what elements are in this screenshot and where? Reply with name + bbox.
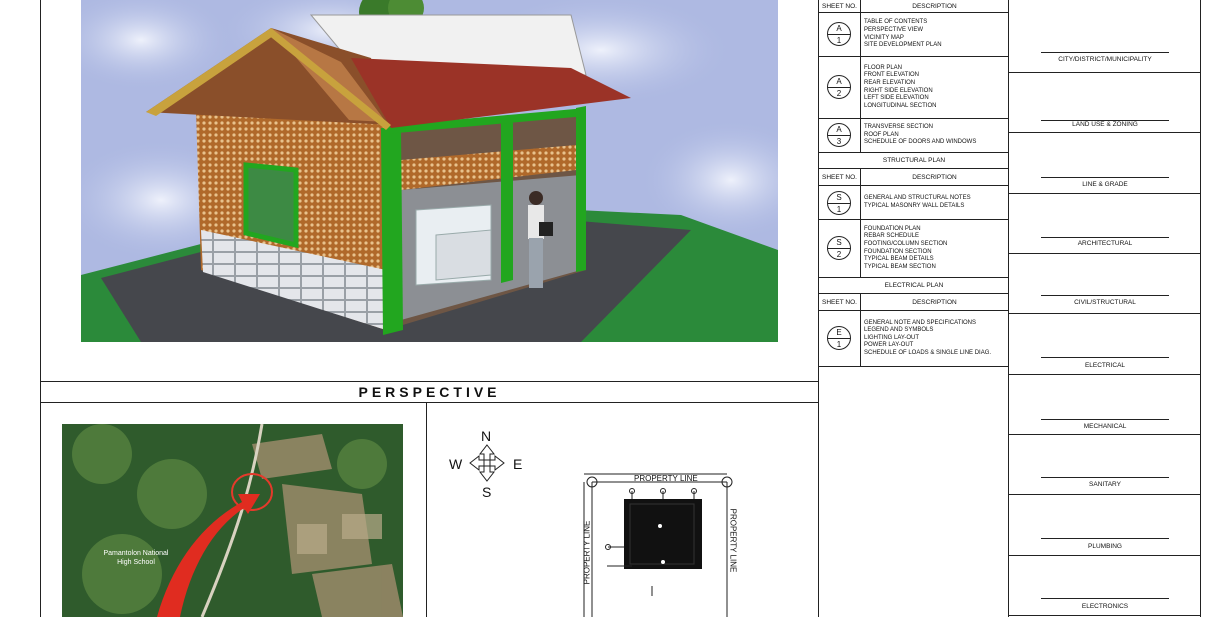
sheet-item: LEFT SIDE ELEVATION [864,95,929,102]
sheet-item: TYPICAL MASONRY WALL DETAILS [864,202,965,209]
sheet-number: 3 [836,137,842,146]
clearance-row: LAND USE & ZONING [1009,73,1201,133]
divider [40,381,819,382]
sheet-row-e1: E 1 GENERAL NOTE AND SPECIFICATIONS LEGE… [819,311,1009,367]
sheet-row-s2: S 2 FOUNDATION PLAN REBAR SCHEDULE FOOTI… [819,220,1009,278]
sheet-item: PERSPECTIVE VIEW [864,26,924,33]
clearance-row: PLUMBING [1009,495,1201,556]
compass-n: N [481,428,492,444]
header-sheet-no: SHEET NO. [819,294,861,310]
sheet-row-a1: A 1 TABLE OF CONTENTS PERSPECTIVE VIEW V… [819,13,1009,57]
divider [426,402,427,617]
sheet-number: 1 [836,340,842,349]
sheet-number: 2 [836,250,842,259]
clearance-label: PLUMBING [1088,543,1122,550]
sheet-letter: S [836,238,842,247]
sheet-item: FLOOR PLAN [864,64,903,71]
perspective-title: PERSPECTIVE [358,384,501,400]
sheet-item: LONGITUDINAL SECTION [864,102,937,109]
clearance-row: CITY/DISTRICT/MUNICIPALITY [1009,0,1201,73]
clearance-row: LINE & GRADE [1009,133,1201,194]
clearance-label: ARCHITECTURAL [1077,240,1133,247]
structural-header: SHEET NO. DESCRIPTION [819,169,1009,186]
sheet-item: GENERAL NOTE AND SPECIFICATIONS [864,319,977,326]
clearance-row: CIVIL/STRUCTURAL [1009,254,1201,314]
sheet-item: TYPICAL BEAM DETAILS [864,256,934,263]
drawing-sheet [40,0,819,617]
sheet-item: ROOF PLAN [864,131,899,138]
property-line-left: PROPERTY LINE [582,520,592,585]
sheet-item: LIGHTING LAY-OUT [864,334,920,341]
sheet-item: TABLE OF CONTENTS [864,19,928,26]
sheet-letter: A [836,24,842,33]
index-header: SHEET NO. DESCRIPTION [819,0,1009,13]
perspective-render [81,0,778,342]
sheet-item: FOOTING/COLUMN SECTION [864,240,948,247]
clearance-row: ARCHITECTURAL [1009,194,1201,254]
vicinity-map: Pamantolon National High School [62,424,403,617]
north-arrow: N S W E [447,428,527,500]
clearance-label: ELECTRICAL [1084,362,1126,369]
divider [40,402,819,403]
sheet-letter: E [836,328,842,337]
header-sheet-no: SHEET NO. [819,169,861,185]
sheet-letter: A [836,77,842,86]
header-description: DESCRIPTION [912,298,957,306]
clearance-column: CITY/DISTRICT/MUNICIPALITY LAND USE & ZO… [1009,0,1201,617]
clearance-label: MECHANICAL [1083,423,1127,430]
sheet-number: 1 [836,36,842,45]
electrical-plan-title: ELECTRICAL PLAN [819,278,1009,294]
sheet-number: 1 [836,205,842,214]
sheet-item: REAR ELEVATION [864,79,916,86]
vicinity-label-line2: High School [117,559,155,566]
sheet-item: SITE DEVELOPMENT PLAN [864,42,942,49]
sheet-row-a2: A 2 FLOOR PLAN FRONT ELEVATION REAR ELEV… [819,57,1009,119]
vicinity-label-line1: Pamantolon National [104,550,169,557]
electrical-header: SHEET NO. DESCRIPTION [819,294,1009,311]
compass-w: W [449,456,463,472]
sheet-letter: A [836,125,842,134]
clearance-label: CITY/DISTRICT/MUNICIPALITY [1058,56,1152,63]
sheet-item: POWER LAY-OUT [864,342,914,349]
compass-e: E [513,456,523,472]
compass-s: S [482,484,492,500]
clearance-label: LINE & GRADE [1082,181,1128,188]
clearance-label: CIVIL/STRUCTURAL [1074,299,1136,306]
sheet-item: SCHEDULE OF DOORS AND WINDOWS [864,139,977,146]
clearance-row: MECHANICAL [1009,375,1201,435]
sheet-item: TRANSVERSE SECTION [864,124,934,131]
sheet-item: RIGHT SIDE ELEVATION [864,87,933,94]
sheet-item: FRONT ELEVATION [864,72,920,79]
sheet-item: REBAR SCHEDULE [864,233,920,240]
header-sheet-no: SHEET NO. [819,0,861,12]
clearance-row: ELECTRICAL [1009,314,1201,375]
header-description: DESCRIPTION [912,173,957,181]
clearance-label: ELECTRONICS [1081,603,1129,610]
property-line-right: PROPERTY LINE [728,508,738,573]
sheet-letter: S [836,193,842,202]
sheet-item: VICINITY MAP [864,34,904,41]
sheet-item: GENERAL AND STRUCTURAL NOTES [864,194,971,201]
header-description: DESCRIPTION [912,2,957,10]
sheet-number: 2 [836,89,842,98]
clearance-row: ELECTRONICS [1009,556,1201,616]
clearance-row: SANITARY [1009,435,1201,495]
sheet-item: FOUNDATION PLAN [864,225,921,232]
compass-arrows-icon [469,444,505,482]
sheet-index: SHEET NO. DESCRIPTION A 1 TABLE OF CONTE… [819,0,1009,617]
property-line-top: PROPERTY LINE [634,474,698,483]
sheet-item: FOUNDATION SECTION [864,248,932,255]
clearance-label: SANITARY [1089,481,1121,488]
clearance-label: LAND USE & ZONING [1072,121,1138,128]
sheet-item: SCHEDULE OF LOADS & SINGLE LINE DIAG. [864,349,992,356]
sheet-row-s1: S 1 GENERAL AND STRUCTURAL NOTES TYPICAL… [819,186,1009,220]
sheet-row-a3: A 3 TRANSVERSE SECTION ROOF PLAN SCHEDUL… [819,119,1009,153]
sheet-item: LEGEND AND SYMBOLS [864,327,934,334]
sheet-item: TYPICAL BEAM SECTION [864,263,936,270]
structural-plan-title: STRUCTURAL PLAN [819,153,1009,169]
site-plan: PROPERTY LINE PROPERTY LINE PROPERTY LIN… [572,466,748,617]
